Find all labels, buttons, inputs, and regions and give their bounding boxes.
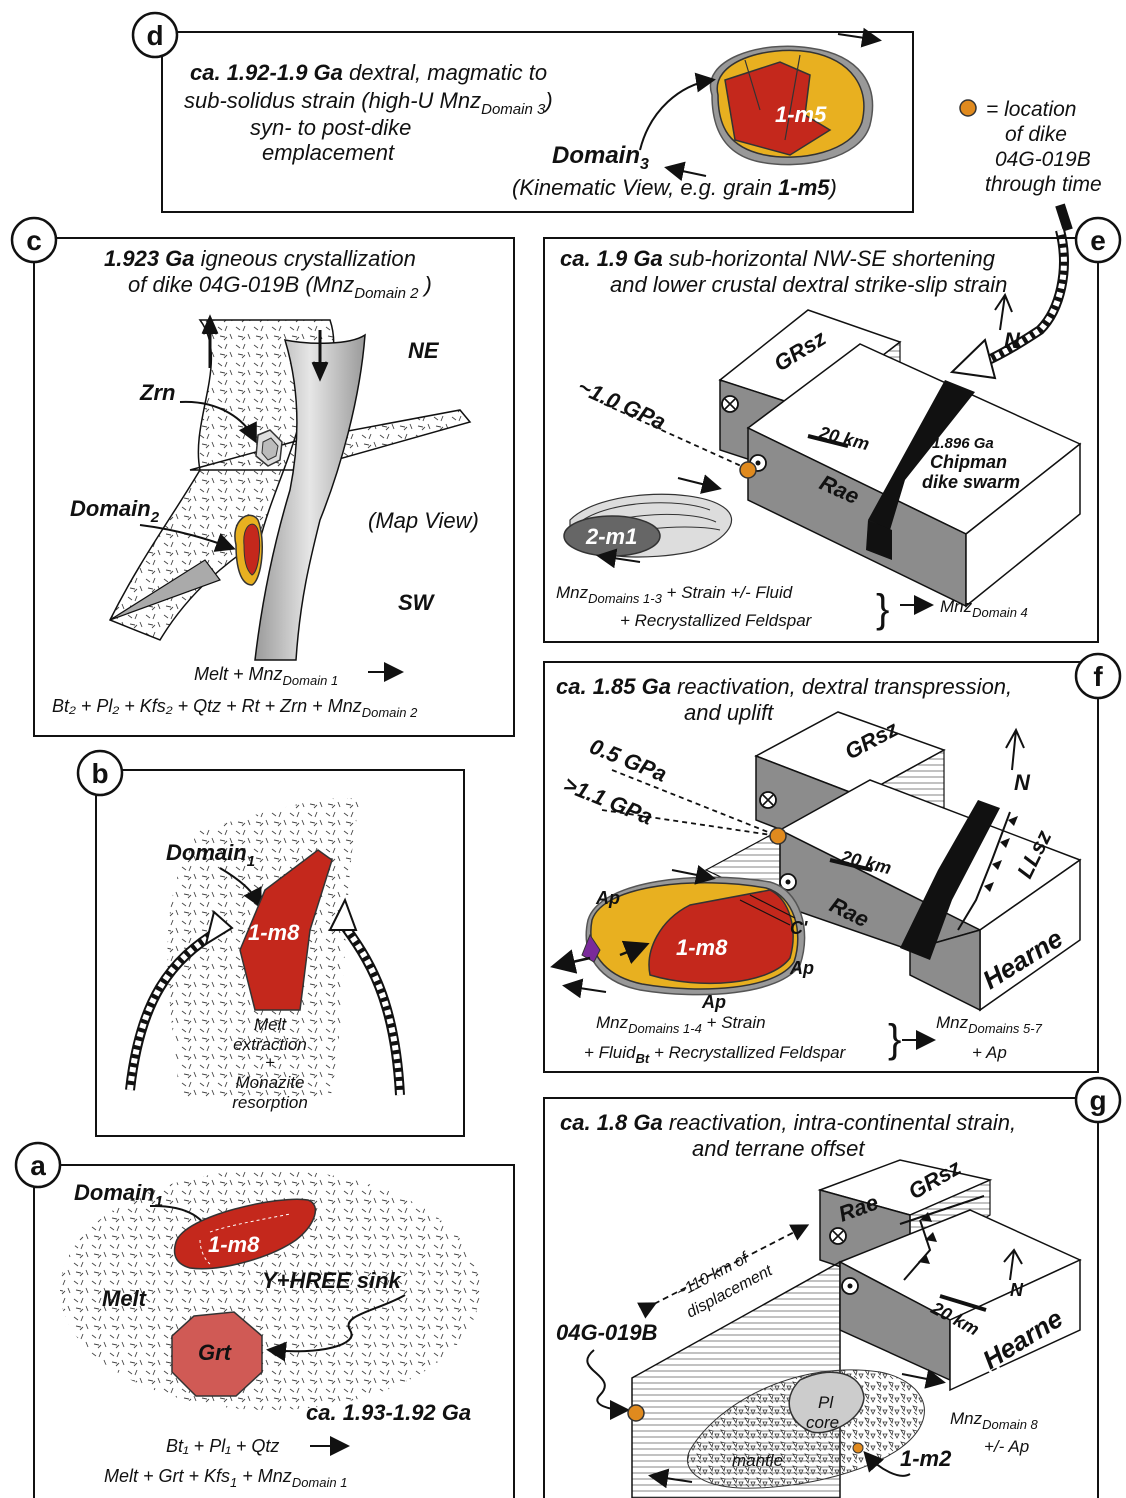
svg-text:NE: NE	[408, 338, 440, 363]
svg-text:resorption: resorption	[232, 1093, 308, 1112]
grain-1-m5: 1-m5	[710, 46, 872, 164]
svg-text:= location: = location	[986, 98, 1076, 121]
svg-text:Pl: Pl	[818, 1393, 834, 1412]
dike-location-icon	[628, 1405, 644, 1421]
svg-text:1-m8: 1-m8	[248, 920, 300, 945]
svg-text:core: core	[806, 1413, 839, 1432]
svg-text:Ap: Ap	[701, 992, 726, 1012]
svg-text:>1.1 GPa: >1.1 GPa	[560, 771, 656, 829]
svg-text:}: }	[876, 587, 889, 631]
svg-text:N: N	[1004, 328, 1021, 353]
svg-text:1-m8: 1-m8	[208, 1232, 260, 1257]
grain-2-m1: 2-m1	[564, 494, 732, 557]
svg-text:and terrane offset: and terrane offset	[692, 1136, 865, 1161]
domain-label: Domain	[552, 142, 640, 169]
svg-text:and lower crustal dextral stri: and lower crustal dextral strike-slip st…	[610, 272, 1007, 297]
monazite-domain-2	[235, 515, 262, 585]
svg-text:Monazite: Monazite	[236, 1073, 305, 1092]
svg-text:1.923 Ga igneous crystallizati: 1.923 Ga igneous crystallization	[104, 246, 416, 271]
svg-text:1-m8: 1-m8	[676, 935, 728, 960]
north-arrow-icon	[995, 295, 1012, 330]
svg-text:Melt + MnzDomain 1: Melt + MnzDomain 1	[194, 664, 338, 688]
svg-text:04G-019B: 04G-019B	[556, 1320, 658, 1345]
svg-text:MnzDomain 8: MnzDomain 8	[950, 1409, 1039, 1432]
svg-text:~1.0 GPa: ~1.0 GPa	[574, 374, 670, 435]
svg-text:+ Recrystallized Feldspar: + Recrystallized Feldspar	[620, 611, 813, 630]
svg-text:Bt₁ + Pl₁ + Qtz: Bt₁ + Pl₁ + Qtz	[166, 1436, 279, 1456]
svg-text:MnzDomains 1-4 + Strain: MnzDomains 1-4 + Strain	[596, 1013, 766, 1036]
svg-text:Bt₂ + Pl₂ + Kfs₂ + Qtz + Rt +: Bt₂ + Pl₂ + Kfs₂ + Qtz + Rt + Zrn + MnzD…	[52, 696, 418, 720]
svg-text:}: }	[888, 1017, 901, 1061]
panel-d-age: ca. 1.92-1.9 Ga	[190, 60, 343, 85]
shear-arrow-icon	[838, 34, 878, 40]
svg-text:g: g	[1089, 1085, 1106, 1116]
svg-text:MnzDomains 5-7: MnzDomains 5-7	[936, 1013, 1043, 1036]
panel-f: f ca. 1.85 Ga reactivation, dextral tran…	[544, 654, 1120, 1072]
svg-text:SW: SW	[398, 590, 436, 615]
svg-text:and uplift: and uplift	[684, 700, 774, 725]
dike-location-icon	[960, 100, 976, 116]
svg-text:dike swarm: dike swarm	[922, 472, 1020, 492]
svg-text:ca. 1.93-1.92 Ga: ca. 1.93-1.92 Ga	[306, 1400, 471, 1425]
svg-text:sub-solidus strain (high-U Mnz: sub-solidus strain (high-U MnzDomain 3)	[184, 88, 553, 118]
panel-e: e ca. 1.9 Ga sub-horizontal NW-SE shorte…	[544, 218, 1120, 642]
svg-text:04G-019B: 04G-019B	[995, 148, 1091, 171]
svg-text:emplacement: emplacement	[262, 140, 395, 165]
svg-text:a: a	[30, 1150, 46, 1181]
panel-c: c 1.923 Ga igneous crystallization of di…	[12, 218, 514, 736]
north-arrow-icon	[1006, 730, 1024, 770]
panel-d-letter: d	[146, 20, 163, 51]
dike-location-icon	[740, 462, 756, 478]
svg-text:b: b	[91, 758, 108, 789]
svg-text:1.896 Ga: 1.896 Ga	[932, 435, 994, 452]
dike-location-icon	[770, 828, 786, 844]
svg-text:N: N	[1014, 770, 1031, 795]
svg-text:C': C'	[790, 918, 808, 938]
svg-text:ca. 1.8 Ga reactivation, intra: ca. 1.8 Ga reactivation, intra-continent…	[560, 1110, 1016, 1135]
svg-text:MnzDomain 4: MnzDomain 4	[940, 597, 1028, 620]
svg-text:ca. 1.9 Ga sub-horizontal NW-S: ca. 1.9 Ga sub-horizontal NW-SE shorteni…	[560, 246, 996, 271]
svg-text:Y+HREE sink: Y+HREE sink	[262, 1268, 403, 1293]
svg-text:ca. 1.85 Ga reactivation, dext: ca. 1.85 Ga reactivation, dextral transp…	[556, 674, 1012, 699]
svg-text:e: e	[1090, 225, 1106, 256]
svg-text:of dike: of dike	[1005, 123, 1067, 146]
svg-text:Melt: Melt	[254, 1015, 287, 1034]
svg-text:Melt: Melt	[102, 1286, 148, 1311]
svg-text:+ FluidBt + Recrystallized Fel: + FluidBt + Recrystallized Feldspar	[584, 1043, 847, 1066]
time-arrow-icon	[952, 340, 995, 378]
svg-text:Ap: Ap	[789, 958, 814, 978]
svg-text:2-m1: 2-m1	[585, 524, 637, 549]
svg-text:through time: through time	[985, 173, 1102, 196]
svg-text:Domain2: Domain2	[70, 496, 160, 526]
svg-text:syn- to post-dike: syn- to post-dike	[250, 115, 411, 140]
svg-text:+: +	[265, 1053, 275, 1072]
svg-text:N: N	[1010, 1280, 1024, 1300]
svg-text:Domain3: Domain3	[552, 142, 649, 173]
svg-text:Chipman: Chipman	[930, 452, 1007, 472]
svg-text:Zrn: Zrn	[139, 380, 175, 405]
svg-text:+ Ap: + Ap	[972, 1043, 1007, 1062]
svg-text:MnzDomains 1-3 + Strain +/- Fl: MnzDomains 1-3 + Strain +/- Fluid	[556, 583, 793, 606]
svg-text:Ap: Ap	[595, 888, 620, 908]
panel-a: a Domain1 1-m8 Melt Y+HREE sink Grt ca. …	[16, 1143, 514, 1498]
grain-label: 1-m5	[775, 102, 827, 127]
svg-text:mantle: mantle	[732, 1451, 783, 1470]
svg-text:ca. 1.92-1.9 Ga dextral, magma: ca. 1.92-1.9 Ga dextral, magmatic to	[190, 60, 547, 85]
svg-text:0.5 GPa: 0.5 GPa	[586, 733, 670, 786]
panel-d: d ca. 1.92-1.9 Ga dextral, magmatic to s…	[133, 13, 913, 212]
svg-text:1-m2: 1-m2	[900, 1446, 952, 1471]
svg-text:(Map View): (Map View)	[368, 508, 479, 533]
svg-text:Melt + Grt + Kfs1 + MnzDomain: Melt + Grt + Kfs1 + MnzDomain 1	[104, 1466, 347, 1490]
svg-text:of dike 04G-019B (MnzDomain 2: of dike 04G-019B (MnzDomain 2 )	[128, 272, 432, 302]
svg-text:c: c	[26, 225, 42, 256]
svg-text:Grt: Grt	[198, 1340, 233, 1365]
svg-text:+/- Ap: +/- Ap	[984, 1437, 1029, 1456]
panel-b: b Domain1 1-m8 Melt extraction + Monazit…	[78, 751, 464, 1136]
svg-text:(Kinematic View, e.g. grain 1-: (Kinematic View, e.g. grain 1-m5)	[512, 175, 837, 200]
pointer-arrow-icon	[640, 80, 712, 150]
svg-text:f: f	[1093, 661, 1103, 692]
svg-text:extraction: extraction	[233, 1035, 307, 1054]
panel-g: g ca. 1.8 Ga reactivation, intra-contine…	[544, 1078, 1120, 1498]
